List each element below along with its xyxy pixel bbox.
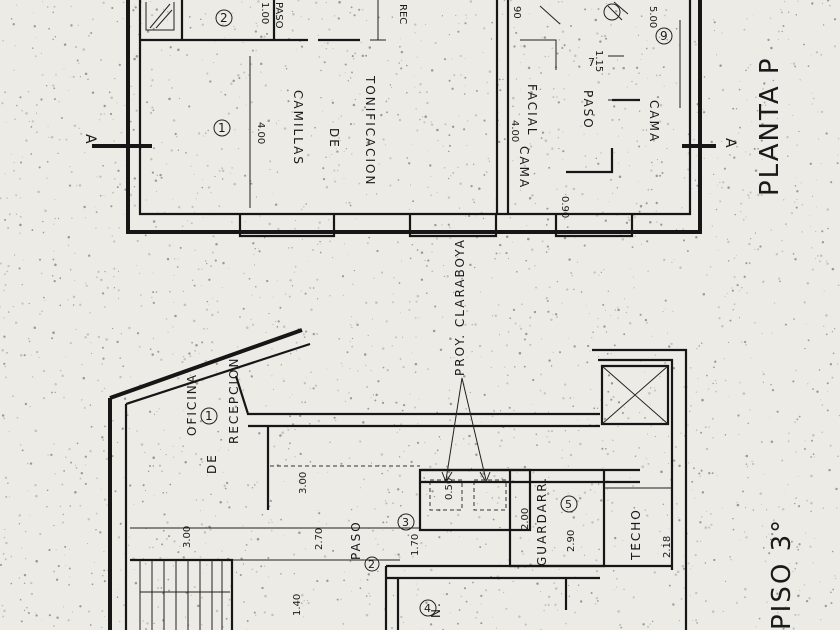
number-3-circle — [397, 513, 415, 531]
lower-right-inner — [598, 358, 674, 570]
lower-bottom-wall — [386, 564, 672, 580]
paso7-label: PASO — [581, 90, 595, 130]
paso-bottom-label: PASO — [349, 520, 363, 560]
dim-300-office: 3.00 — [298, 472, 309, 494]
oficina-label-2: DE — [205, 453, 219, 474]
upper-window-3 — [554, 214, 634, 238]
number-4-circle — [419, 599, 437, 617]
dim-200: 2.00 — [520, 508, 531, 530]
claraboya-label: PROY. CLARABOYA — [453, 238, 467, 376]
paso7-number: 7 — [588, 56, 595, 69]
dim-500: 5.00 — [647, 6, 658, 28]
piso-title: PISO 3° — [767, 518, 797, 630]
claraboya-leader-2 — [461, 377, 487, 481]
dim-300-stair: 3.00 — [182, 526, 193, 548]
cama-sauna-label: CAMA — [647, 100, 661, 143]
camillas-label-tonificacion: TONIFICACION — [363, 75, 377, 186]
claraboya-leader-1 — [445, 377, 463, 481]
camillas-label-de: DE — [327, 128, 341, 149]
claraboya-arrow-1 — [441, 471, 453, 484]
paso-bottom-number: 2 — [368, 558, 375, 571]
camillas-number: 1 — [218, 121, 226, 135]
dim-290: 2.90 — [566, 530, 577, 552]
number-4: 4 — [424, 602, 431, 615]
upper-central-wall — [495, 0, 510, 214]
sauna-number-circle — [655, 27, 673, 45]
upper-window-2 — [408, 214, 498, 238]
paso-top-label: PASO — [273, 2, 284, 29]
sauna-partition — [566, 98, 640, 174]
rec-label: REC — [397, 4, 408, 24]
dim-218: 2.18 — [662, 536, 673, 558]
camillas-number-circle — [213, 119, 231, 137]
dim-400-right: 4.00 — [509, 120, 520, 142]
dim-line-rec — [370, 0, 386, 41]
techo-label: TECHO — [629, 508, 643, 561]
paso-wall — [180, 0, 276, 40]
wet-area-block — [418, 468, 532, 532]
section-marker-right: A — [722, 138, 738, 148]
paso-top-dim: 1.00 — [259, 2, 270, 24]
wet-fixture-1 — [429, 479, 463, 511]
upper-inner-wall — [138, 0, 692, 216]
lower-right-wall — [592, 348, 688, 630]
dim-170: 1.70 — [410, 534, 421, 556]
cama-label: CAMA — [517, 146, 531, 189]
upper-outer-wall — [126, 0, 702, 234]
dim-140: 1.40 — [292, 594, 303, 616]
stair-hatch — [145, 2, 175, 31]
dim-090b: 0.90 — [559, 196, 570, 218]
pipe-line — [520, 39, 636, 101]
paso-top-number-circle — [215, 9, 233, 27]
guardarr-label: GUARDARR. — [535, 476, 549, 566]
oficina-label-3: RECEPCION — [227, 357, 241, 444]
lower-partition-h — [420, 468, 640, 484]
dim-050: 0.50 — [444, 478, 455, 500]
dim-270: 2.70 — [314, 528, 325, 550]
oficina-number-circle — [200, 407, 218, 425]
number-3: 3 — [402, 516, 409, 529]
elevator-cross — [601, 365, 669, 425]
claraboya-arrow-2 — [479, 471, 491, 484]
n-label: N. — [429, 601, 443, 618]
upper-floor-plan: CAMILLAS DE TONIFICACION 1 4.00 2 1.00 P… — [82, 0, 785, 238]
oficina-number: 1 — [205, 409, 213, 423]
stair-treads — [139, 560, 230, 630]
office-partition — [234, 375, 600, 416]
upper-window-1 — [238, 214, 336, 238]
paso-bottom-number-circle — [364, 556, 380, 572]
guardarr-number: 5 — [565, 498, 572, 511]
fixture-circle — [603, 3, 621, 21]
planta-title: PLANTA P — [755, 56, 785, 196]
dim-90: 90 — [511, 6, 522, 19]
guardarr-number-circle — [560, 495, 578, 513]
section-marker-left: A — [82, 134, 98, 144]
lower-vertical-1 — [384, 566, 400, 630]
dim-400-upper: 4.00 — [255, 122, 266, 144]
dim-115: 1.15 — [593, 50, 604, 72]
lower-slanted-wall — [109, 328, 303, 400]
camillas-label: CAMILLAS — [291, 90, 305, 166]
lower-slanted-inner — [125, 342, 311, 406]
stair-outline — [130, 558, 234, 630]
bath-fixture — [539, 1, 629, 25]
paso-top-number: 2 — [220, 11, 228, 25]
sauna-number: 9 — [660, 29, 668, 43]
facial-label: FACIAL — [525, 84, 539, 137]
oficina-label-1: OFICINA — [185, 373, 199, 436]
wet-fixture-2 — [473, 479, 507, 511]
lower-floor-plan: OFICINA DE RECEPCION 1 3.00 3.00 2.70 PA… — [108, 238, 797, 630]
